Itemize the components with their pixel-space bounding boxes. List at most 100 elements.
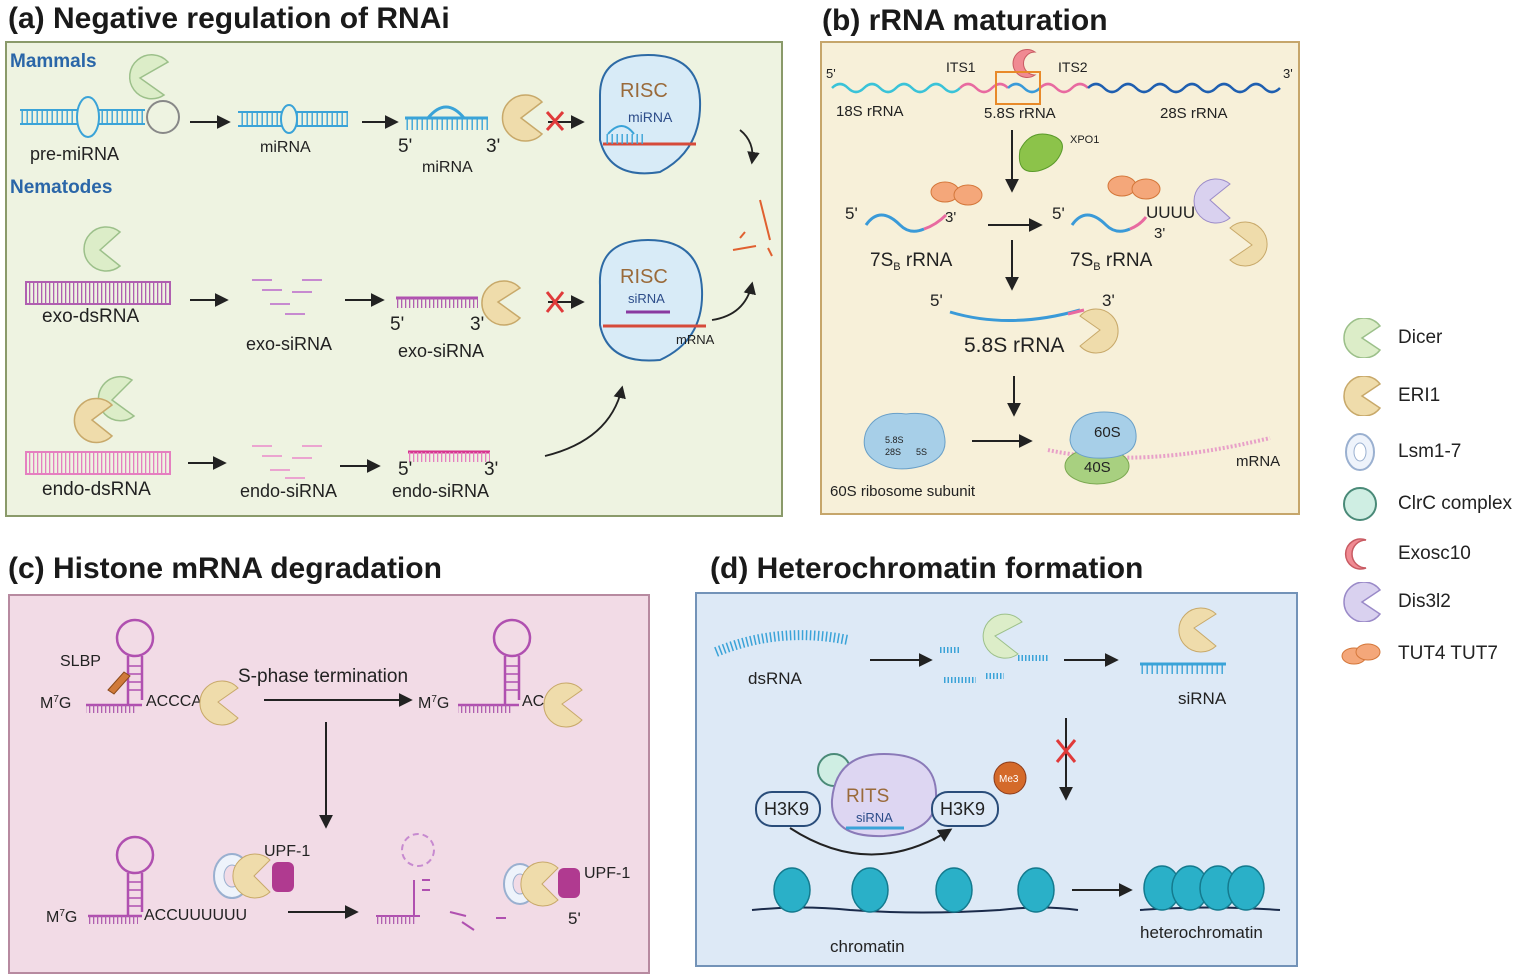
three-prime-a3: 3'	[484, 459, 498, 480]
five-prime-c: 5'	[568, 909, 581, 928]
legend-label: Lsm1-7	[1398, 441, 1462, 462]
eri1-icon-c4	[520, 861, 559, 907]
panel-b-title: (b) rRNA maturation	[822, 4, 1108, 37]
dicer-icon-3	[97, 375, 136, 422]
nematodes-label: Nematodes	[10, 177, 112, 198]
legend-label: TUT4 TUT7	[1398, 643, 1498, 664]
pre-mirna-graphic	[20, 96, 180, 138]
eri1-icon-3	[73, 397, 114, 444]
dsrna-graphic	[714, 630, 850, 657]
methylation-arrow	[789, 827, 953, 856]
three-prime-b4: 3'	[1102, 291, 1115, 310]
eri1-icon-c1	[199, 680, 239, 726]
heterochromatin-nucleosomes	[1143, 865, 1265, 911]
58s-highlight-box	[995, 71, 1041, 105]
legend-label: ClrC complex	[1398, 493, 1513, 514]
block-x-icon-2	[545, 291, 565, 313]
exo-sirna-fragments	[252, 279, 322, 315]
endo-sirna-fragments	[252, 445, 322, 479]
h3k9-box-1	[755, 791, 821, 827]
h3k9-box-2	[931, 791, 999, 827]
lsm-ring-icon	[1345, 433, 1375, 471]
risc-label-1: RISC	[620, 80, 668, 102]
clrc-icon	[1343, 487, 1377, 521]
three-prime-b2: 3'	[945, 209, 956, 226]
pre-mirna-label: pre-miRNA	[30, 144, 119, 164]
dis3l2-icon	[1343, 582, 1382, 622]
dicer-icon-d	[982, 613, 1023, 659]
block-x-icon	[545, 111, 565, 131]
eri1-icon	[1343, 376, 1382, 416]
40s-label: 40S	[1084, 459, 1111, 476]
uuuu-label: UUUU	[1146, 203, 1195, 222]
m7g-label-2: M7G	[418, 694, 449, 712]
mirna-single-graphic	[405, 105, 488, 130]
svg-text:5.8S: 5.8S	[885, 435, 904, 445]
five-prime-a3: 5'	[398, 459, 412, 480]
sirna-label-d: siRNA	[1178, 689, 1227, 708]
five-prime-a1: 5'	[398, 136, 412, 157]
dis3l2-icon	[1193, 178, 1231, 224]
58s-rrna-label: 5.8S rRNA	[964, 334, 1064, 357]
58s-label: 5.8S rRNA	[984, 105, 1056, 122]
endo-dsrna-label: endo-dsRNA	[42, 479, 151, 500]
me3-label: Me3	[999, 774, 1019, 785]
chromatin-label: chromatin	[830, 937, 905, 956]
its2-label: ITS2	[1058, 59, 1088, 75]
eri1-icon	[501, 94, 544, 142]
panel-b-graphics: ITS1 ITS2 5' 3' 18S rRNA 5.8S rRNA 28S r…	[826, 49, 1293, 500]
five-prime-b3: 5'	[1052, 204, 1065, 223]
legend-item-lsm: Lsm1-7	[1340, 432, 1461, 472]
upf1-label-2: UPF-1	[584, 865, 630, 882]
legend-item-eri1: ERI1	[1340, 376, 1440, 416]
m7g-label-1: M7G	[40, 694, 71, 712]
s-phase-label: S-phase termination	[238, 666, 408, 687]
legend-item-clrc: ClrC complex	[1340, 484, 1512, 524]
upf1-icon	[272, 862, 294, 892]
panel-a-title: (a) Negative regulation of RNAi	[8, 2, 450, 35]
legend-label: ERI1	[1398, 385, 1441, 406]
60s-subunit-label: 60S ribosome subunit	[830, 483, 976, 500]
tut-icon	[1341, 643, 1381, 665]
legend-label: Dicer	[1398, 327, 1443, 348]
h3k9-label-1: H3K9	[764, 799, 809, 819]
svg-text:5S: 5S	[916, 447, 927, 457]
cleaved-rna-fragments	[732, 199, 773, 257]
pre-rrna-strand	[831, 82, 961, 94]
eri1-icon-c3	[232, 853, 271, 899]
three-prime-b3: 3'	[1154, 225, 1165, 242]
endo-dsrna-graphic	[25, 451, 171, 475]
endo-sirna-label-2: endo-siRNA	[392, 481, 489, 501]
me3-icon	[993, 761, 1027, 795]
mrna-inside-label: mRNA	[676, 332, 715, 347]
upf1-label-1: UPF-1	[264, 843, 310, 860]
block-x-icon-d	[1055, 739, 1077, 763]
legend-item-exosc10: Exosc10	[1340, 534, 1471, 574]
eri1-icon-b	[1229, 221, 1268, 267]
accca-label: ACCCA	[146, 693, 202, 710]
mammals-label: Mammals	[10, 51, 97, 72]
60s-large-subunit	[1069, 411, 1137, 459]
m7g-label-3: M7G	[46, 908, 77, 926]
dsrna-label: dsRNA	[748, 669, 803, 688]
exo-dsrna-graphic	[25, 281, 171, 305]
dsrna-fragments	[940, 647, 1048, 683]
xpo1-icon	[1018, 133, 1063, 173]
svg-text:28S: 28S	[885, 447, 901, 457]
dicer-icon-2	[83, 226, 122, 272]
sirna-inside-label: siRNA	[628, 291, 665, 306]
risc-complex-2	[598, 238, 704, 362]
five-prime-b4: 5'	[930, 291, 943, 310]
mrna-label-b: mRNA	[1236, 453, 1280, 470]
three-prime-a2: 3'	[470, 314, 484, 335]
legend-label: Dis3l2	[1398, 591, 1451, 612]
risc-label-2: RISC	[620, 266, 668, 288]
xpo1-label: XPO1	[1070, 134, 1099, 146]
60s-label: 60S	[1094, 424, 1121, 441]
panel-c-title: (c) Histone mRNA degradation	[8, 552, 442, 585]
dicer-icon	[1343, 318, 1382, 358]
slbp-label: SLBP	[60, 653, 101, 670]
eri1-icon-2	[481, 280, 522, 326]
exo-dsrna-label: exo-dsRNA	[42, 306, 139, 327]
